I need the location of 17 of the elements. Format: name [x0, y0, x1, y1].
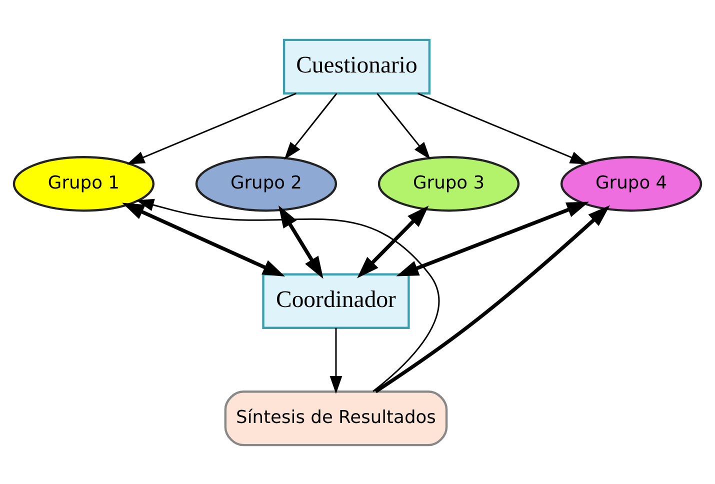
node-box: Coordinador — [262, 272, 410, 328]
node-box: Cuestionario — [282, 38, 431, 94]
arrow — [396, 201, 590, 276]
arrow — [357, 205, 429, 278]
node-ellipse: Grupo 4 — [560, 156, 702, 212]
arrow — [126, 92, 296, 164]
node-ellipse: Grupo 2 — [195, 156, 338, 212]
arrow — [284, 92, 338, 160]
arrow — [417, 92, 588, 164]
arrow — [278, 204, 324, 278]
node-box: Síntesis de Resultados — [224, 390, 448, 446]
arrow — [136, 198, 440, 392]
arrow — [330, 327, 342, 394]
arrow — [376, 92, 430, 160]
node-ellipse: Grupo 3 — [378, 156, 520, 212]
arrow — [122, 202, 286, 276]
arrow — [374, 204, 610, 393]
